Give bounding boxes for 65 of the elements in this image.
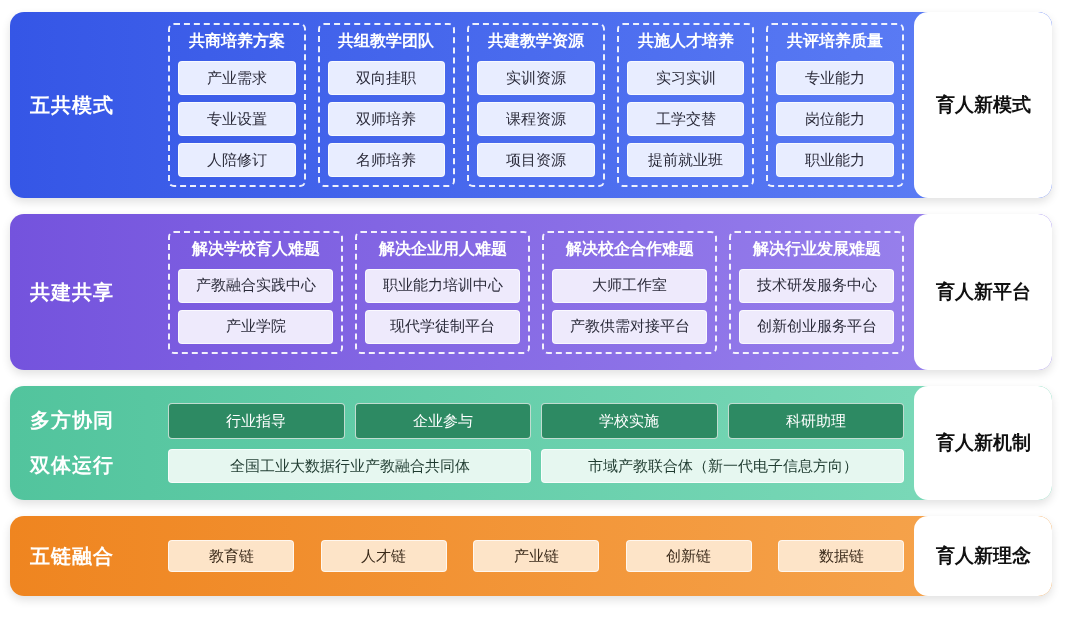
dashed-group	[616, 23, 755, 187]
item-card: 产教供需对接平台	[552, 309, 707, 344]
item-card: 学校实施	[541, 403, 718, 439]
item-card: 名师培养	[327, 143, 446, 177]
item-card: 产业需求	[178, 61, 296, 95]
item-card: 现代学徒制平台	[365, 309, 520, 344]
item-card: 专业设置	[178, 102, 296, 136]
item-card: 企业参与	[354, 403, 531, 439]
item-card: 提前就业班	[626, 143, 745, 177]
item-card: 人才链	[320, 540, 447, 572]
band-title: 五共模式	[30, 91, 115, 119]
group-heading: 共施人才培养	[636, 31, 735, 52]
tag-card: 育人新平台	[914, 214, 1052, 370]
group-heading: 共商培养方案	[187, 31, 286, 52]
group-heading: 共评培养质量	[786, 31, 885, 52]
layer-band	[10, 12, 1052, 198]
item-card: 产业学院	[178, 309, 333, 344]
item-card: 创新链	[625, 540, 752, 572]
item-card: 工学交替	[626, 102, 745, 136]
band-title: 共建共享	[30, 278, 115, 306]
band-title: 五链融合	[30, 542, 115, 570]
dashed-group	[467, 23, 605, 187]
item-card: 大师工作室	[552, 268, 707, 303]
item-card: 人陪修订	[178, 143, 296, 177]
tag-card: 育人新理念	[914, 516, 1052, 596]
item-card: 专业能力	[776, 61, 894, 95]
item-card: 实习实训	[626, 61, 745, 95]
group-heading: 解决企业用人难题	[377, 238, 508, 260]
item-card: 科研助理	[727, 403, 904, 439]
item-card: 职业能力	[776, 143, 894, 177]
group-heading: 解决学校育人难题	[190, 238, 321, 260]
tag-card: 育人新模式	[914, 12, 1052, 198]
item-card: 行业指导	[168, 403, 345, 439]
item-card: 项目资源	[477, 143, 595, 177]
dashed-group	[542, 230, 717, 354]
item-card: 双师培养	[327, 102, 446, 136]
group-heading: 解决行业发展难题	[751, 238, 882, 260]
item-card: 职业能力培训中心	[365, 268, 520, 303]
item-card: 教育链	[168, 540, 294, 572]
layer-band	[10, 516, 1052, 596]
group-heading: 共建教学资源	[487, 31, 585, 52]
item-card: 创新创业服务平台	[739, 309, 894, 344]
item-card: 技术研发服务中心	[739, 268, 894, 303]
dashed-group	[317, 23, 456, 187]
item-card: 课程资源	[477, 102, 595, 136]
item-card: 市域产教联合体（新一代电子信息方向）	[541, 449, 904, 483]
band-title: 双体运行	[30, 452, 115, 479]
dashed-group	[729, 230, 904, 354]
layer-band	[10, 386, 1052, 500]
dashed-group	[355, 230, 530, 354]
layer-band	[10, 214, 1052, 370]
item-card: 产业链	[473, 540, 599, 572]
dashed-group	[168, 230, 343, 354]
dashed-group	[766, 23, 904, 187]
item-card: 产教融合实践中心	[178, 268, 333, 303]
dashed-group	[168, 23, 306, 187]
item-card: 数据链	[778, 540, 904, 572]
band-title: 多方协同	[30, 407, 115, 434]
item-card: 实训资源	[477, 61, 595, 95]
item-card: 岗位能力	[776, 102, 894, 136]
tag-card: 育人新机制	[914, 386, 1052, 500]
item-card: 全国工业大数据行业产教融合共同体	[168, 449, 531, 483]
group-heading: 解决校企合作难题	[564, 238, 695, 260]
group-heading: 共组教学团队	[337, 31, 436, 52]
item-card: 双向挂职	[327, 61, 446, 95]
